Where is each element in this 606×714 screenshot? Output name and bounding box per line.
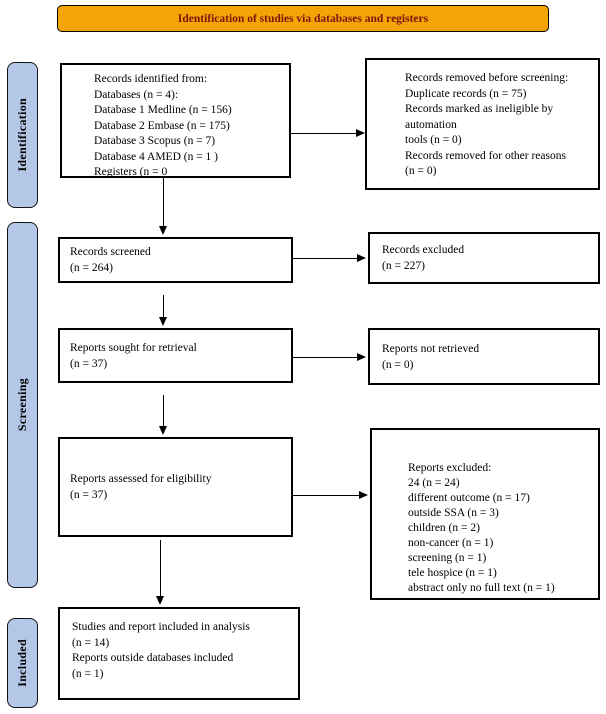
text-line: screening (n = 1) <box>408 552 487 564</box>
text-line: Duplicate records (n = 75) <box>405 87 527 100</box>
text-line: Records excluded <box>382 244 465 256</box>
arrow-line <box>293 356 357 358</box>
text-line: Reports outside databases included <box>72 652 234 664</box>
arrow-line <box>162 395 164 426</box>
arrow-line <box>162 178 164 226</box>
box-records-identified: Records identified from: Databases (n = 4… <box>60 63 291 178</box>
arrowhead-down-icon <box>159 226 167 235</box>
text-line: tools (n = 0) <box>405 134 462 146</box>
text-line: Databases (n = 4): <box>94 88 179 101</box>
arrow-screened-to-sought <box>158 295 168 326</box>
text-line: Reports not retrieved <box>382 343 480 355</box>
text-line: Reports sought for retrieval <box>70 342 197 354</box>
text-line: (n = 37) <box>70 357 108 370</box>
text-line: (n = 37) <box>70 488 108 501</box>
text-line: Database 2 Embase (n = 175) <box>94 119 230 132</box>
arrowhead-right-icon <box>359 491 368 499</box>
banner: Identification of studies via databases … <box>57 5 549 32</box>
text-line: (n = 0) <box>405 165 437 177</box>
text-line: (n = 0) <box>382 358 414 371</box>
text-line: Reports excluded: <box>408 462 492 474</box>
text-line: different outcome (n = 17) <box>408 492 530 504</box>
text-line: non-cancer (n = 1) <box>408 537 494 549</box>
arrow-sought-to-assessed <box>158 395 168 435</box>
banner-title: Identification of studies via databases … <box>177 12 429 25</box>
text-line: (n = 227) <box>382 259 425 272</box>
stage-screening: Screening <box>7 222 38 588</box>
arrowhead-down-icon <box>159 426 167 435</box>
arrow-line <box>291 132 356 134</box>
arrow-assessed-to-reportsexcluded <box>293 490 368 500</box>
stage-identification-label: Identification <box>15 98 29 172</box>
box-reports-sought: Reports sought for retrieval (n = 37) <box>58 328 293 383</box>
box-records-screened: Records screened (n = 264) <box>58 237 293 283</box>
text-line: Studies and report included in analysis <box>72 621 250 633</box>
box-records-removed: Records removed before screening: Duplica… <box>365 58 600 190</box>
text-line: abstract only no full text (n = 1) <box>408 582 555 594</box>
text-line: outside SSA (n = 3) <box>408 507 499 519</box>
text-line: tele hospice (n = 1) <box>408 567 497 579</box>
stage-screening-label: Screening <box>15 378 29 432</box>
arrowhead-down-icon <box>159 317 167 326</box>
text-line: 24 (n = 24) <box>408 477 460 489</box>
text-line: Database 4 AMED (n = 1 ) <box>94 150 219 163</box>
arrow-line <box>159 540 161 596</box>
text-line: Registers (n = 0 <box>94 166 168 178</box>
text-line: Records removed for other reasons <box>405 149 566 162</box>
box-reports-not-retrieved: Reports not retrieved (n = 0) <box>368 328 600 385</box>
text-line: Database 1 Medline (n = 156) <box>94 104 232 116</box>
stage-included: Included <box>7 618 38 708</box>
text-line: Records identified from: <box>94 73 208 85</box>
arrow-assessed-to-included <box>155 540 165 605</box>
arrow-line <box>293 494 359 496</box>
text-line: Records screened <box>70 246 151 258</box>
arrowhead-down-icon <box>156 596 164 605</box>
text-line: Database 3 Scopus (n = 7) <box>94 135 216 147</box>
arrow-identified-to-screened <box>158 178 168 235</box>
arrow-identified-to-removed <box>291 128 365 138</box>
stage-included-label: Included <box>15 639 29 687</box>
text-line: (n = 264) <box>70 261 113 274</box>
text-line: (n = 14) <box>72 636 110 649</box>
arrow-sought-to-notretrieved <box>293 352 366 362</box>
arrowhead-right-icon <box>357 254 366 262</box>
arrow-line <box>293 257 357 259</box>
text-line: Records removed before screening: <box>405 72 569 84</box>
arrow-line <box>162 295 164 317</box>
arrowhead-right-icon <box>357 353 366 361</box>
arrowhead-right-icon <box>356 129 365 137</box>
text-line: Records marked as ineligible by <box>405 103 554 115</box>
text-line: (n = 1) <box>72 667 104 680</box>
text-line: children (n = 2) <box>408 522 480 534</box>
box-records-excluded: Records excluded (n = 227) <box>368 232 600 284</box>
box-reports-assessed: Reports assessed for eligibility (n = 37) <box>58 437 293 537</box>
text-line: Reports assessed for eligibility <box>70 473 212 485</box>
box-studies-included: Studies and report included in analysis (… <box>58 607 300 700</box>
text-line: automation <box>405 118 457 131</box>
arrow-screened-to-excluded <box>293 253 366 263</box>
box-reports-excluded: Reports excluded: 24 (n = 24) different ou… <box>370 428 600 600</box>
stage-identification: Identification <box>7 62 38 208</box>
